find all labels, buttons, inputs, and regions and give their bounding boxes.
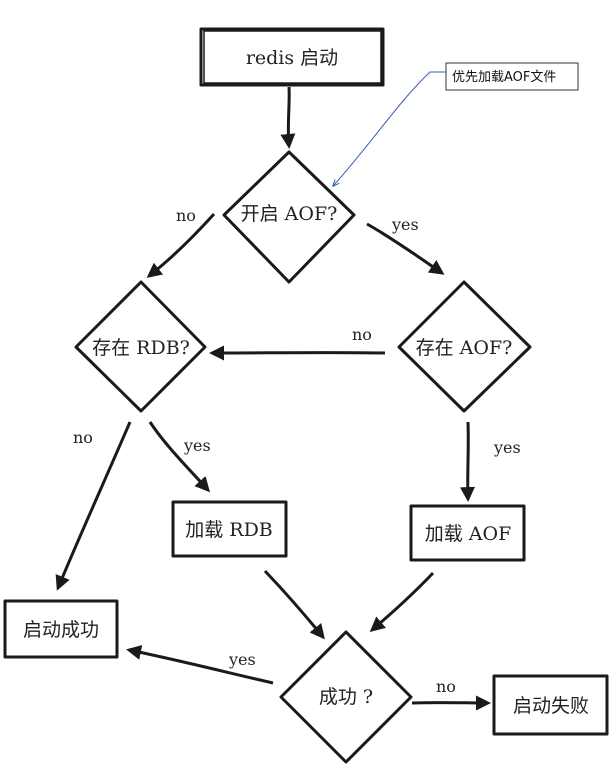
edge-label-rdb-exists-yes: yes (183, 436, 211, 455)
node-start-fail: 启动失败 (492, 674, 609, 736)
node-redis-start-label: redis 启动 (246, 47, 338, 69)
edge-aof-enabled-no (146, 212, 216, 278)
node-rdb-exists-label: 存在 RDB? (92, 337, 190, 359)
edge-label-rdb-exists-no: no (73, 428, 93, 447)
edge-aof-enabled-yes (366, 222, 445, 275)
edge-label-success-yes: yes (228, 650, 256, 669)
callout-note: 优先加载AOF文件 (333, 62, 579, 186)
node-aof-exists-label: 存在 AOF? (416, 337, 513, 359)
node-start-success: 启动成功 (3, 599, 119, 659)
edge-label-aof-exists-no: no (352, 325, 372, 344)
edge-label-aof-exists-yes: yes (493, 438, 521, 457)
edge-start-to-aof-enabled (280, 86, 296, 149)
edge-success-yes (126, 645, 274, 685)
edge-label-aof-enabled-yes: yes (391, 215, 419, 234)
node-aof-exists-decision: 存在 AOF? (397, 280, 532, 413)
node-start-fail-label: 启动失败 (513, 695, 589, 717)
callout-note-text: 优先加载AOF文件 (452, 70, 556, 85)
watermark-text: https://blog.csdn.net/niugang0920 (367, 741, 592, 756)
edge-aof-exists-yes (460, 421, 475, 502)
node-start-success-label: 启动成功 (23, 619, 99, 641)
node-load-aof-label: 加载 AOF (425, 523, 512, 545)
node-success-check-label: 成功 ? (319, 686, 373, 708)
node-success-check-decision: 成功 ? (279, 630, 413, 764)
edge-load-aof-to-check (369, 571, 435, 632)
edge-label-success-no: no (436, 677, 456, 696)
edge-rdb-exists-yes (148, 421, 211, 493)
edge-rdb-exists-no (55, 421, 132, 591)
node-load-rdb-label: 加载 RDB (185, 519, 273, 541)
node-aof-enabled-label: 开启 AOF? (241, 203, 338, 225)
node-load-aof: 加载 AOF (409, 504, 526, 562)
callout-pointer (333, 71, 446, 186)
node-redis-start: redis 启动 (199, 27, 385, 87)
edge-load-rdb-to-check (263, 569, 325, 640)
node-load-rdb: 加载 RDB (171, 500, 288, 558)
node-aof-enabled-decision: 开启 AOF? (222, 150, 356, 284)
edge-label-aof-enabled-no: no (176, 206, 196, 225)
node-rdb-exists-decision: 存在 RDB? (74, 280, 207, 413)
